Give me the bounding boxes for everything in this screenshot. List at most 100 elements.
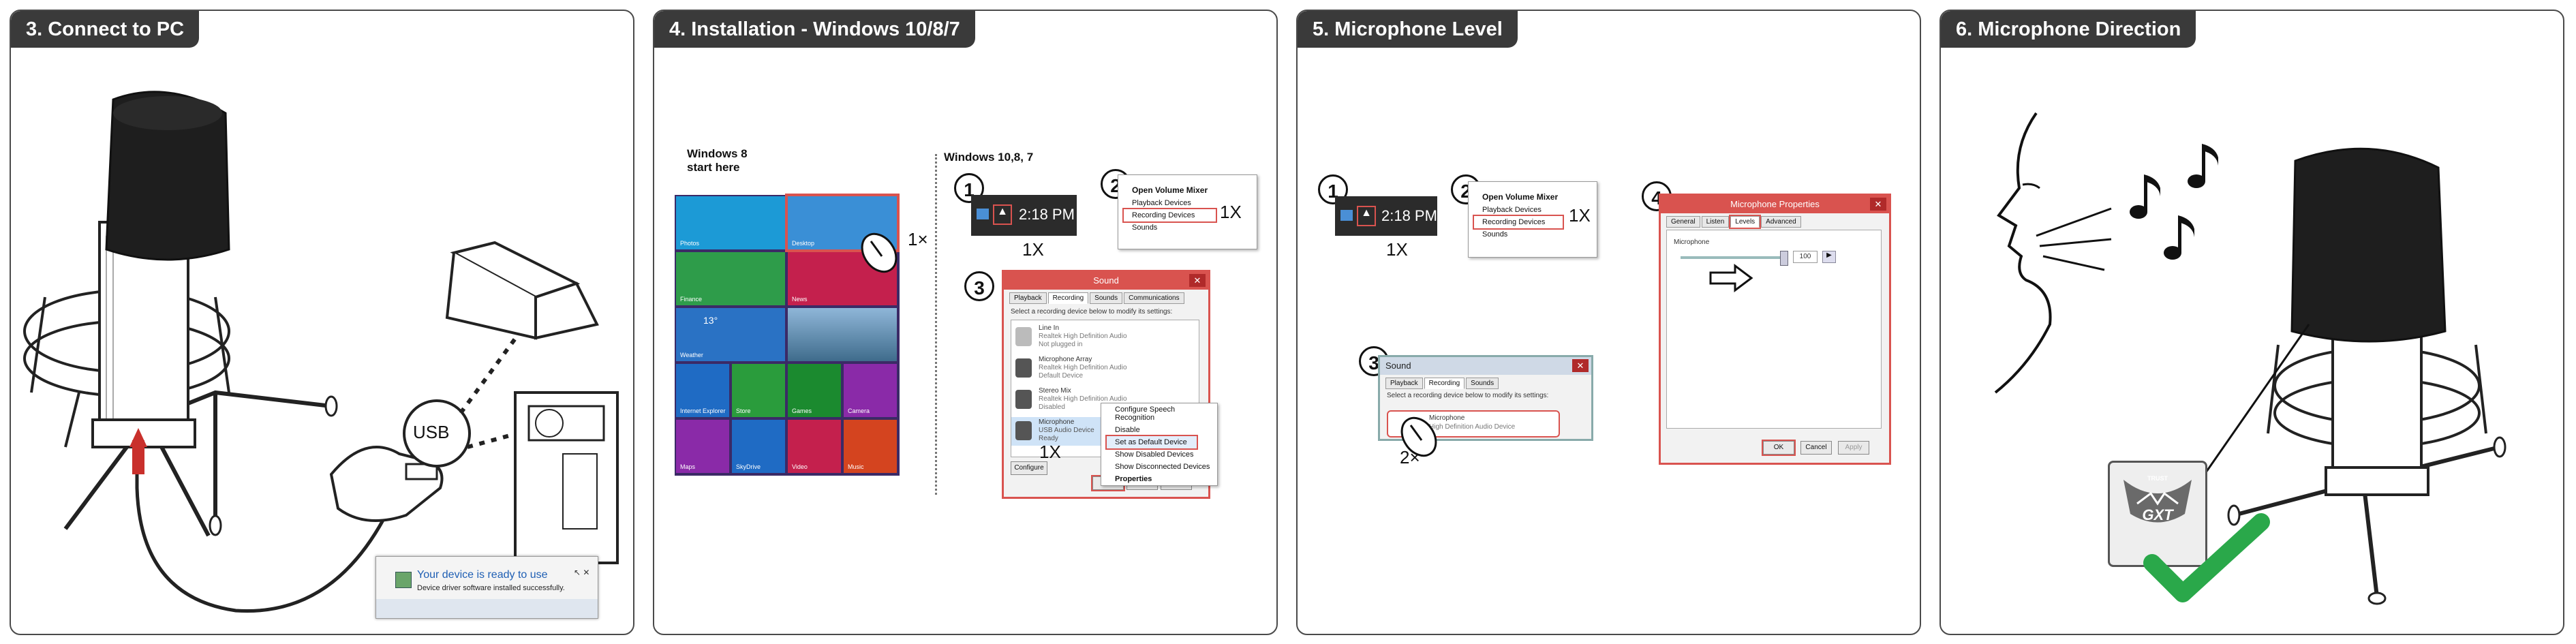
usb-label: USB — [413, 422, 450, 442]
level-slider-thumb[interactable] — [1780, 251, 1788, 266]
tile-landscape[interactable] — [788, 308, 897, 361]
tile-store[interactable]: Store — [732, 364, 785, 417]
close-icon[interactable]: ✕ — [1189, 274, 1206, 287]
dialog-instruction: Select a recording device below to modif… — [1011, 308, 1173, 316]
mic-icon — [1015, 358, 1032, 378]
menu-item[interactable]: Disable — [1115, 426, 1140, 434]
panel-installation: 4. Installation - Windows 10/8/7 Windows… — [653, 10, 1278, 635]
menu-item[interactable]: Playback Devices — [1132, 199, 1191, 207]
panel-title: 3. Connect to PC — [11, 11, 200, 48]
mouse-click-icon — [1400, 416, 1437, 457]
level-slider-track[interactable] — [1681, 256, 1783, 259]
panel-title: 6. Microphone Direction — [1941, 11, 2196, 48]
trust-gxt-badge: TRUST GXT — [2108, 461, 2207, 567]
tile-maps[interactable]: Maps — [676, 420, 729, 473]
usb-device-icon — [395, 572, 412, 588]
tab-sounds[interactable]: Sounds — [1466, 378, 1499, 389]
menu-item[interactable]: Sounds — [1132, 224, 1158, 232]
configure-button[interactable]: Configure — [1011, 461, 1047, 475]
tab-levels[interactable]: Levels — [1729, 215, 1762, 229]
win8-label: Windows 8 start here — [687, 147, 748, 174]
menu-item[interactable]: Show Disconnected Devices — [1115, 463, 1210, 471]
panel-connect-to-pc: 3. Connect to PC — [10, 10, 634, 635]
tile-photos[interactable]: Photos — [676, 196, 785, 249]
tab-advanced[interactable]: Advanced — [1761, 216, 1801, 228]
tile-internet-explorer[interactable]: Internet Explorer — [676, 364, 729, 417]
network-icon — [1340, 210, 1353, 221]
toast-controls[interactable]: ↖ ✕ — [574, 568, 590, 577]
taskbar-clock: ▲ 2:18 PM — [971, 195, 1077, 236]
tab-general[interactable]: General — [1666, 216, 1700, 228]
toast-title: Your device is ready to use — [417, 569, 548, 581]
mic-icon — [1015, 421, 1032, 440]
ok-button[interactable]: OK — [1762, 440, 1796, 456]
click-count-label: 1× — [908, 229, 928, 249]
list-item[interactable]: Stereo Mix Realtek High Definition Audio… — [1011, 386, 1199, 414]
level-value-field[interactable]: 100 — [1793, 251, 1818, 263]
mic-icon — [1015, 390, 1032, 409]
microphone-stand-illustration — [2198, 147, 2506, 605]
panel-title: 5. Microphone Level — [1298, 11, 1518, 48]
gxt-logo-icon — [2123, 480, 2192, 523]
tile-video[interactable]: Video — [788, 420, 841, 473]
network-icon — [977, 209, 989, 219]
click-count-label: 1X — [1220, 202, 1242, 222]
section-label: Microphone — [1674, 239, 1710, 246]
dialog-instruction: Select a recording device below to modif… — [1387, 392, 1549, 399]
menu-item[interactable]: Sounds — [1482, 230, 1508, 239]
menu-item-recording[interactable]: Recording Devices — [1473, 215, 1564, 230]
list-item[interactable]: Line In Realtek High Definition Audio No… — [1011, 323, 1199, 352]
step-number: 3 — [964, 271, 994, 301]
tab-communications[interactable]: Communications — [1124, 292, 1184, 304]
menu-item[interactable]: Playback Devices — [1482, 206, 1542, 214]
weather-temp: 13° — [703, 315, 718, 326]
tile-finance[interactable]: Finance — [676, 252, 785, 305]
mic-icon — [1015, 327, 1032, 346]
tab-playback[interactable]: Playback — [1385, 378, 1423, 389]
list-item[interactable]: Microphone Array Realtek High Definition… — [1011, 354, 1199, 383]
panel-microphone-level: 5. Microphone Level 1 ▲ 2:18 PM 1X 2 Ope… — [1296, 10, 1921, 635]
os-divider — [935, 154, 937, 495]
menu-item-set-default[interactable]: Set as Default Device — [1105, 435, 1198, 450]
dialog-title: Sound — [1385, 361, 1411, 371]
click-count-label: 1X — [1386, 239, 1408, 260]
tile-skydrive[interactable]: SkyDrive — [732, 420, 785, 473]
speaker-icon[interactable]: ▲ — [1357, 206, 1376, 226]
device-list: Line In Realtek High Definition Audio No… — [1011, 320, 1199, 457]
tab-listen[interactable]: Listen — [1701, 216, 1730, 228]
tile-weather[interactable]: 13° Weather — [676, 308, 785, 361]
device-context-menu: Configure Speech Recognition Disable Set… — [1101, 403, 1218, 486]
speaker-icon[interactable]: ▶ — [1822, 251, 1836, 263]
apply-button[interactable]: Apply — [1838, 441, 1869, 455]
toast-body: Device driver software installed success… — [417, 584, 565, 592]
win10-label: Windows 10,8, 7 — [944, 151, 1034, 164]
clock-time: 2:18 PM — [1381, 207, 1437, 224]
close-icon[interactable]: ✕ — [1572, 359, 1589, 372]
checkmark-icon — [2143, 513, 2270, 602]
menu-item[interactable]: Properties — [1115, 475, 1152, 483]
panel-microphone-direction: 6. Microphone Direction — [1939, 10, 2564, 635]
face-profile-illustration — [1994, 112, 2218, 394]
menu-title[interactable]: Open Volume Mixer — [1482, 192, 1559, 202]
dialog-title: Microphone Properties — [1730, 199, 1820, 209]
menu-item-recording[interactable]: Recording Devices — [1122, 208, 1217, 223]
close-icon[interactable]: ✕ — [1870, 198, 1886, 211]
menu-item[interactable]: Show Disabled Devices — [1115, 450, 1194, 459]
menu-title[interactable]: Open Volume Mixer — [1132, 185, 1208, 195]
tile-music[interactable]: Music — [844, 420, 897, 473]
tab-recording[interactable]: Recording — [1047, 292, 1089, 304]
microphone-properties-dialog: Microphone Properties ✕ General Listen Le… — [1659, 194, 1891, 465]
tab-recording[interactable]: Recording — [1424, 378, 1465, 389]
click-count-label: 2× — [1400, 447, 1420, 467]
click-count-label: 1X — [1022, 239, 1044, 260]
tab-playback[interactable]: Playback — [1009, 292, 1047, 304]
menu-item[interactable]: Configure Speech Recognition — [1115, 405, 1176, 422]
cancel-button[interactable]: Cancel — [1800, 441, 1832, 455]
tab-sounds[interactable]: Sounds — [1090, 292, 1123, 304]
speaker-icon[interactable]: ▲ — [993, 204, 1012, 225]
tile-camera[interactable]: Camera — [844, 364, 897, 417]
step-number: 1 — [1318, 174, 1348, 204]
badge-text-top: TRUST — [2147, 475, 2168, 482]
tile-games[interactable]: Games — [788, 364, 841, 417]
taskbar-clock: ▲ 2:18 PM — [1335, 196, 1437, 236]
